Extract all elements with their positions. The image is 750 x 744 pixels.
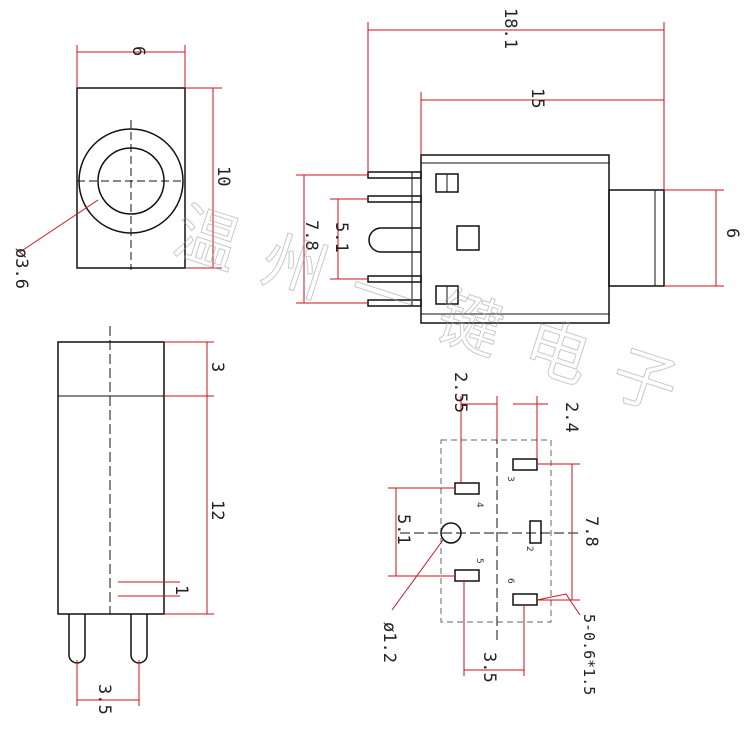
- footprint-slot-label: 5-0.6*1.5: [580, 614, 598, 695]
- side-view: 3 12 1 3.5: [57, 326, 227, 715]
- side-pitch-label: 3.5: [94, 684, 114, 715]
- side-top-label: 3: [207, 362, 227, 372]
- top-pitch-label: 5.1: [331, 222, 351, 253]
- top-center-window: [456, 225, 480, 251]
- top-overall-label: 18.1: [500, 8, 520, 49]
- pad-4: [454, 482, 480, 495]
- footprint-hole-leader: [391, 539, 444, 611]
- footprint-view: 3 4 2 5 6 2.55 2.4 5.1 7.8 3.5 ø1.2 5-0.…: [379, 372, 601, 695]
- footprint-2-55-label: 2.55: [450, 372, 470, 413]
- top-pin-center: [368, 227, 421, 253]
- top-span-label: 7.8: [301, 220, 321, 251]
- side-pin-left: [68, 614, 86, 664]
- pin-number-4: 4: [474, 502, 484, 508]
- pin-number-2: 2: [524, 546, 534, 552]
- pad-6: [512, 593, 538, 606]
- front-hole-leader: [19, 199, 99, 253]
- pin-number-6: 6: [505, 578, 515, 584]
- footprint-7-8-label: 7.8: [581, 516, 601, 547]
- pad-5: [454, 569, 480, 582]
- top-barrel: [608, 189, 665, 287]
- footprint-slot-leader: [536, 593, 581, 616]
- footprint-5-1-label: 5.1: [393, 514, 413, 545]
- top-pin-1: [367, 171, 422, 179]
- pin-number-5: 5: [474, 558, 484, 564]
- footprint-hole-label: ø1.2: [379, 622, 399, 663]
- top-body-label: 15: [527, 88, 547, 108]
- side-body-outline: [57, 341, 165, 615]
- side-body-label: 12: [207, 500, 227, 520]
- pad-3: [512, 458, 538, 471]
- front-width-label: 6: [128, 46, 148, 56]
- footprint-locating-hole: [440, 522, 462, 544]
- top-view: 18.1 15 6 7.8 5.1: [296, 8, 742, 324]
- front-hole-label: ø3.6: [11, 248, 31, 289]
- top-pin-2: [367, 195, 422, 203]
- side-pin-right: [130, 614, 148, 664]
- pad-2: [529, 520, 542, 544]
- watermark-text: 温州一键电子: [165, 195, 713, 436]
- footprint-3-5-label: 3.5: [479, 652, 499, 683]
- front-view: 6 10 ø3.6: [11, 45, 233, 289]
- side-pin-offset-label: 1: [171, 585, 191, 595]
- footprint-2-4-label: 2.4: [561, 402, 581, 433]
- pin-number-3: 3: [505, 476, 515, 482]
- front-height-label: 10: [213, 166, 233, 186]
- top-height-label: 6: [722, 228, 742, 238]
